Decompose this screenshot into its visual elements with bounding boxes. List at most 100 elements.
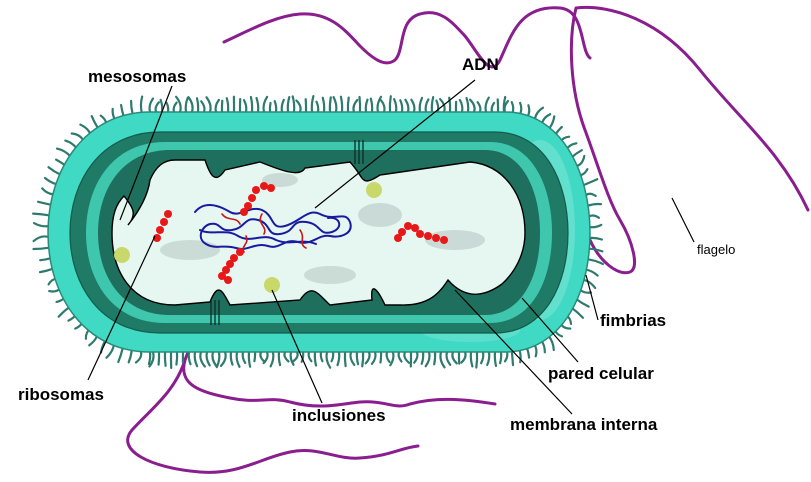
fimbria (341, 97, 342, 112)
fimbria (426, 352, 430, 366)
fimbria (270, 103, 271, 112)
fimbria (49, 167, 61, 174)
fimbria (588, 204, 601, 206)
fimbria (366, 100, 368, 112)
fimbria (231, 352, 233, 365)
fimbria (33, 214, 49, 216)
fimbria (254, 352, 255, 361)
fimbria (589, 215, 599, 217)
fimbria (165, 352, 166, 366)
fimbria (156, 102, 159, 112)
fimbria (40, 258, 50, 260)
fimbria (275, 101, 277, 112)
ribosome (432, 234, 440, 242)
fimbria (201, 101, 204, 112)
fimbria (45, 178, 56, 184)
ribosome (404, 222, 412, 230)
ribosome (248, 194, 256, 202)
fimbria (460, 100, 462, 112)
fimbria (350, 352, 354, 365)
fimbria (390, 352, 393, 365)
fimbria (470, 100, 475, 112)
fimbria (279, 352, 280, 365)
fimbria (176, 352, 177, 365)
fimbria (422, 352, 424, 364)
fimbria (150, 99, 153, 113)
fimbria (312, 96, 314, 112)
fimbria (293, 96, 295, 112)
fimbria (189, 97, 193, 112)
fimbria (405, 100, 408, 112)
fimbria (189, 352, 191, 364)
fimbria (40, 269, 53, 272)
fimbria (390, 96, 391, 112)
fimbria (353, 100, 357, 112)
fimbria (38, 202, 51, 205)
fimbria (227, 98, 228, 112)
fimbria (334, 97, 337, 112)
fimbria (326, 352, 330, 368)
fimbria (257, 98, 259, 112)
fimbria (505, 352, 507, 361)
fimbria (34, 236, 49, 241)
fimbria (237, 352, 240, 367)
fimbria (371, 99, 372, 112)
fimbria (243, 352, 246, 363)
fimbria (590, 225, 601, 227)
fimbria (446, 352, 450, 365)
ribosome (224, 276, 232, 284)
fimbria (414, 352, 417, 363)
fimbria (174, 103, 177, 112)
fimbria (588, 259, 603, 264)
label-mesosomas: mesosomas (88, 67, 186, 86)
fimbria (378, 97, 381, 112)
fimbria (309, 352, 312, 361)
fimbria (434, 352, 435, 364)
ribosome (240, 208, 248, 216)
fimbria (129, 350, 132, 362)
ribosome (236, 248, 244, 256)
fimbria (296, 101, 300, 113)
fimbria (467, 98, 469, 112)
fimbria (186, 98, 188, 112)
fimbria (282, 100, 284, 112)
fimbria (528, 105, 530, 116)
fimbria (338, 352, 340, 365)
fimbria (34, 248, 49, 249)
fimbria (512, 352, 513, 366)
fimbria (590, 238, 602, 240)
fimbria (476, 352, 477, 368)
fimbria (481, 352, 483, 363)
fimbria (440, 352, 444, 367)
fimbria (411, 100, 414, 112)
fimbria (260, 352, 264, 362)
fimbria (216, 100, 219, 112)
fimbria (284, 352, 288, 361)
fimbria (394, 99, 396, 112)
fimbria (357, 352, 358, 364)
fimbria (360, 97, 361, 112)
inclusion-body (366, 182, 382, 198)
leader-flagelo (672, 198, 694, 242)
fimbria (478, 102, 481, 112)
fimbria (34, 223, 48, 226)
fimbria (381, 352, 382, 363)
fimbria (486, 98, 489, 112)
fimbria (400, 100, 402, 112)
fimbria (149, 352, 150, 364)
fimbria (586, 194, 596, 196)
label-inclusiones: inclusiones (292, 406, 386, 425)
ribosome (394, 234, 402, 242)
fimbria (520, 103, 521, 114)
fimbria (200, 352, 205, 367)
fimbria (461, 352, 465, 363)
fimbria (387, 352, 390, 362)
ribosome (424, 232, 432, 240)
fimbria (271, 352, 274, 366)
fimbria (323, 98, 324, 112)
label-flagelo: flagelo (697, 242, 735, 257)
fimbria (315, 352, 316, 366)
fimbria (57, 149, 71, 157)
